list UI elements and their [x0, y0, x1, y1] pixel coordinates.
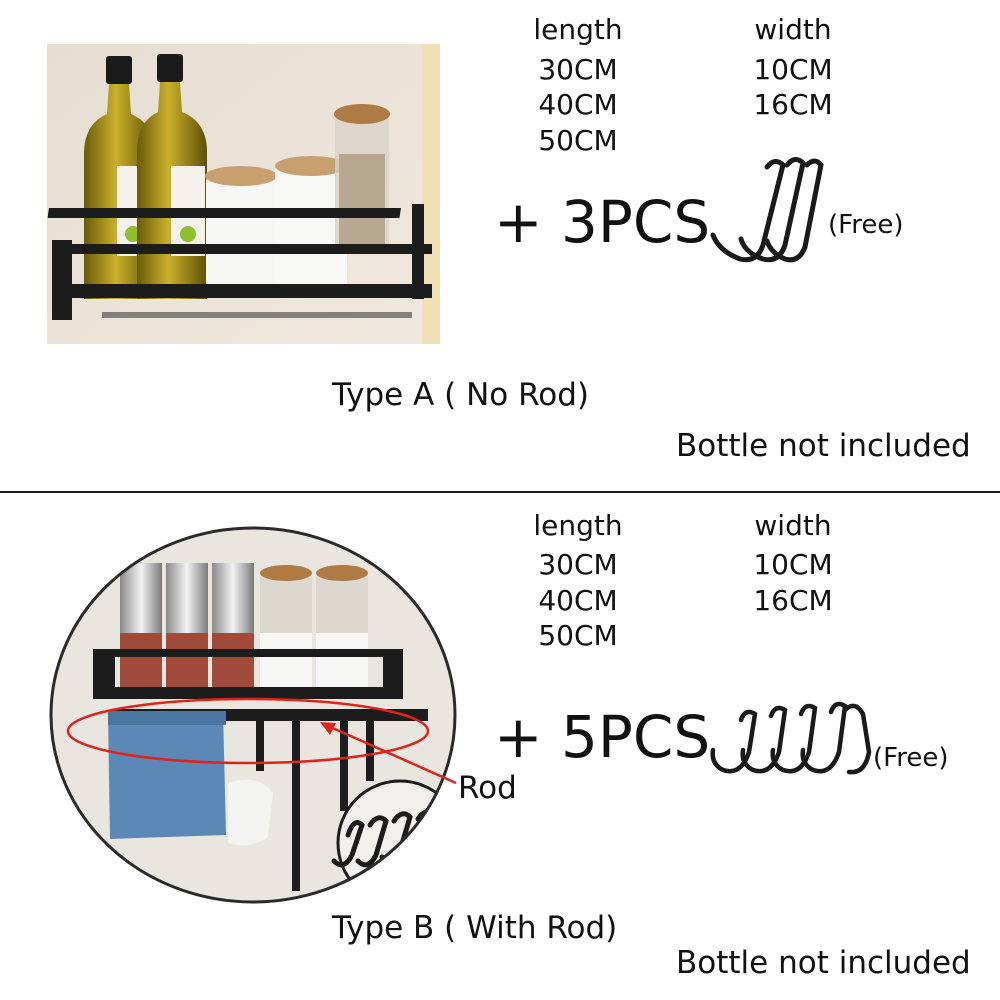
type-a-length-value: 50CM	[538, 124, 618, 157]
type-b-width-value: 16CM	[753, 584, 833, 617]
section-divider	[0, 491, 1000, 493]
type-a-title: Type A ( No Rod)	[332, 377, 589, 413]
type-b-title: Type B ( With Rod)	[332, 910, 618, 946]
type-a-width-header: width	[754, 13, 832, 46]
type-b-length-value: 30CM	[538, 548, 618, 581]
type-b-hooks-count: + 5PCS	[494, 703, 711, 771]
type-a-free-label: (Free)	[828, 210, 904, 240]
type-a-length-header: length	[533, 13, 623, 46]
s-hook-icon	[705, 155, 825, 270]
type-b-length-value: 50CM	[538, 619, 618, 652]
type-b-product-photo	[48, 525, 458, 905]
type-b-width-value: 10CM	[753, 548, 833, 581]
type-b-free-label: (Free)	[873, 743, 949, 773]
type-b-note: Bottle not included	[676, 945, 971, 981]
type-b-width-header: width	[754, 509, 832, 542]
type-a-length-value: 30CM	[538, 53, 618, 86]
type-b-length-header: length	[533, 509, 623, 542]
type-a-note: Bottle not included	[676, 428, 971, 464]
type-a-width-value: 10CM	[753, 53, 833, 86]
rod-label: Rod	[458, 770, 517, 806]
type-b-length-value: 40CM	[538, 584, 618, 617]
type-a-hooks-count: + 3PCS	[494, 188, 711, 256]
type-a-length-value: 40CM	[538, 88, 618, 121]
type-a-width-value: 16CM	[753, 88, 833, 121]
s-hook-icon	[705, 700, 875, 782]
type-a-product-photo	[47, 44, 440, 344]
